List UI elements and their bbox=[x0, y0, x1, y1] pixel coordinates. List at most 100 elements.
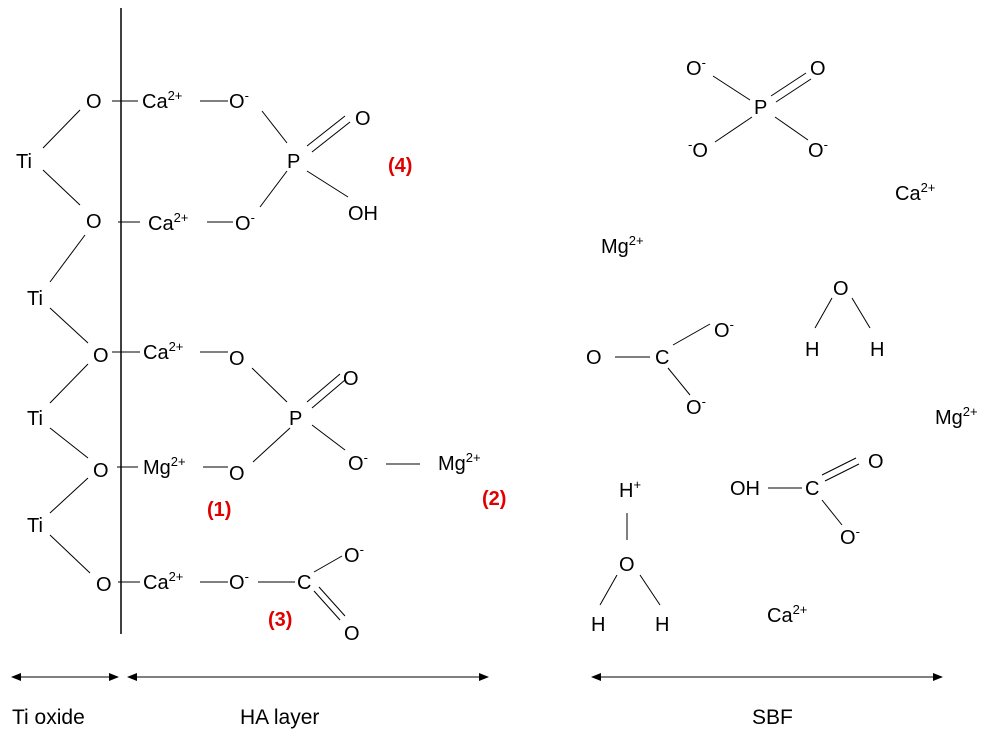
calcium-ion: Ca2+ bbox=[767, 602, 807, 627]
ha-layer-structure: Ca2+ O- P O OH Ca2+ O- (4) Ca2+ O P O O-… bbox=[112, 88, 506, 645]
phosphorus-atom: P bbox=[754, 97, 767, 119]
bond bbox=[712, 75, 751, 101]
bond bbox=[814, 297, 833, 329]
ha-layer-label: HA layer bbox=[240, 706, 319, 729]
bond bbox=[49, 234, 86, 283]
bond bbox=[49, 307, 89, 344]
carbon-atom: C bbox=[655, 347, 669, 369]
double-bond bbox=[306, 373, 341, 403]
hydroxyl-group: OH bbox=[348, 203, 378, 225]
oxygen-atom: O bbox=[344, 623, 360, 645]
bond bbox=[49, 363, 89, 404]
oxygen-atom: O bbox=[619, 554, 635, 576]
magnesium-ion: Mg2+ bbox=[601, 233, 644, 258]
bond bbox=[251, 367, 288, 403]
oxygen-atom: O bbox=[93, 460, 109, 482]
sbf-label: SBF bbox=[752, 706, 793, 729]
ti-atom: Ti bbox=[27, 515, 43, 537]
bond bbox=[306, 170, 349, 198]
oxygen-atom: O bbox=[355, 108, 371, 130]
marker-1: (1) bbox=[207, 499, 231, 521]
bond bbox=[313, 555, 343, 573]
calcium-ion: Ca2+ bbox=[143, 569, 183, 594]
oxygen-anion: O- bbox=[714, 317, 734, 342]
calcium-ion: Ca2+ bbox=[143, 339, 183, 364]
bond bbox=[252, 427, 291, 463]
calcium-ion: Ca2+ bbox=[148, 210, 188, 235]
bond bbox=[42, 109, 81, 149]
bond bbox=[667, 367, 691, 396]
oxygen-anion: O- bbox=[686, 55, 706, 80]
double-bond bbox=[313, 590, 341, 621]
oxygen-atom: O bbox=[93, 345, 109, 367]
hydroxyl-group: OH bbox=[730, 478, 760, 500]
oxygen-anion: O- bbox=[840, 524, 860, 549]
ti-atom: Ti bbox=[16, 151, 32, 173]
oxygen-anion: -O bbox=[688, 137, 708, 162]
magnesium-ion: Mg2+ bbox=[438, 450, 481, 475]
oxygen-atom: O bbox=[229, 348, 245, 370]
magnesium-ion: Mg2+ bbox=[143, 454, 186, 479]
marker-4: (4) bbox=[388, 155, 412, 177]
marker-2: (2) bbox=[482, 488, 506, 510]
double-bond bbox=[318, 586, 346, 617]
oxygen-atom: O bbox=[96, 574, 112, 596]
bond bbox=[672, 323, 711, 346]
oxygen-atom: O bbox=[868, 451, 884, 473]
oxygen-atom: O bbox=[229, 463, 245, 485]
phosphorus-atom: P bbox=[289, 408, 302, 430]
calcium-ion: Ca2+ bbox=[142, 88, 182, 113]
bond bbox=[821, 499, 843, 526]
oxygen-anion: O- bbox=[229, 569, 249, 594]
oxygen-anion: O- bbox=[348, 450, 368, 475]
double-bond bbox=[775, 78, 812, 103]
ti-oxide-structure: Ti Ti Ti Ti O O O O O bbox=[16, 91, 112, 596]
bond bbox=[261, 110, 288, 144]
hydrogen-atom: H bbox=[591, 614, 605, 636]
marker-3: (3) bbox=[268, 609, 292, 631]
hydrogen-atom: H bbox=[805, 339, 819, 361]
hydrogen-atom: H bbox=[655, 614, 669, 636]
bond bbox=[599, 574, 618, 606]
oxygen-atom: O bbox=[810, 58, 826, 80]
hydrogen-atom: H bbox=[870, 339, 884, 361]
bond bbox=[42, 169, 81, 206]
oxygen-anion: O- bbox=[344, 542, 364, 567]
magnesium-ion: Mg2+ bbox=[935, 404, 978, 429]
bond bbox=[259, 170, 288, 208]
double-bond bbox=[306, 115, 346, 147]
oxygen-atom: O bbox=[86, 91, 102, 113]
sbf-structure: O- P O -O O- Ca2+ Mg2+ Mg2+ Ca2+ O H H O… bbox=[586, 55, 978, 636]
phosphorus-atom: P bbox=[287, 151, 300, 173]
hydrogen-ion: H+ bbox=[619, 477, 641, 502]
calcium-ion: Ca2+ bbox=[895, 180, 935, 205]
bond bbox=[714, 116, 753, 143]
carbon-atom: C bbox=[297, 572, 311, 594]
oxygen-anion: O- bbox=[808, 137, 828, 162]
ti-atom: Ti bbox=[27, 288, 43, 310]
oxygen-atom: O bbox=[833, 278, 849, 300]
bond bbox=[851, 297, 871, 329]
oxygen-atom: O bbox=[343, 368, 359, 390]
bond bbox=[49, 427, 89, 459]
bond bbox=[311, 424, 346, 451]
carbon-atom: C bbox=[805, 478, 819, 500]
region-scale: Ti oxide HA layer SBF bbox=[11, 673, 943, 729]
oxygen-anion: O- bbox=[229, 88, 249, 113]
oxygen-atom: O bbox=[586, 347, 602, 369]
double-bond bbox=[770, 72, 807, 97]
double-bond bbox=[311, 379, 346, 409]
double-bond bbox=[311, 121, 351, 153]
ti-oxide-label: Ti oxide bbox=[12, 706, 85, 729]
oxygen-anion: O- bbox=[235, 210, 255, 235]
oxygen-anion: O- bbox=[686, 394, 706, 419]
bond bbox=[774, 116, 809, 141]
ti-atom: Ti bbox=[27, 408, 43, 430]
oxygen-atom: O bbox=[86, 211, 102, 233]
double-bond bbox=[824, 463, 860, 482]
bond bbox=[639, 574, 661, 606]
bond bbox=[49, 477, 89, 514]
bond bbox=[49, 534, 91, 574]
double-bond bbox=[821, 457, 857, 476]
